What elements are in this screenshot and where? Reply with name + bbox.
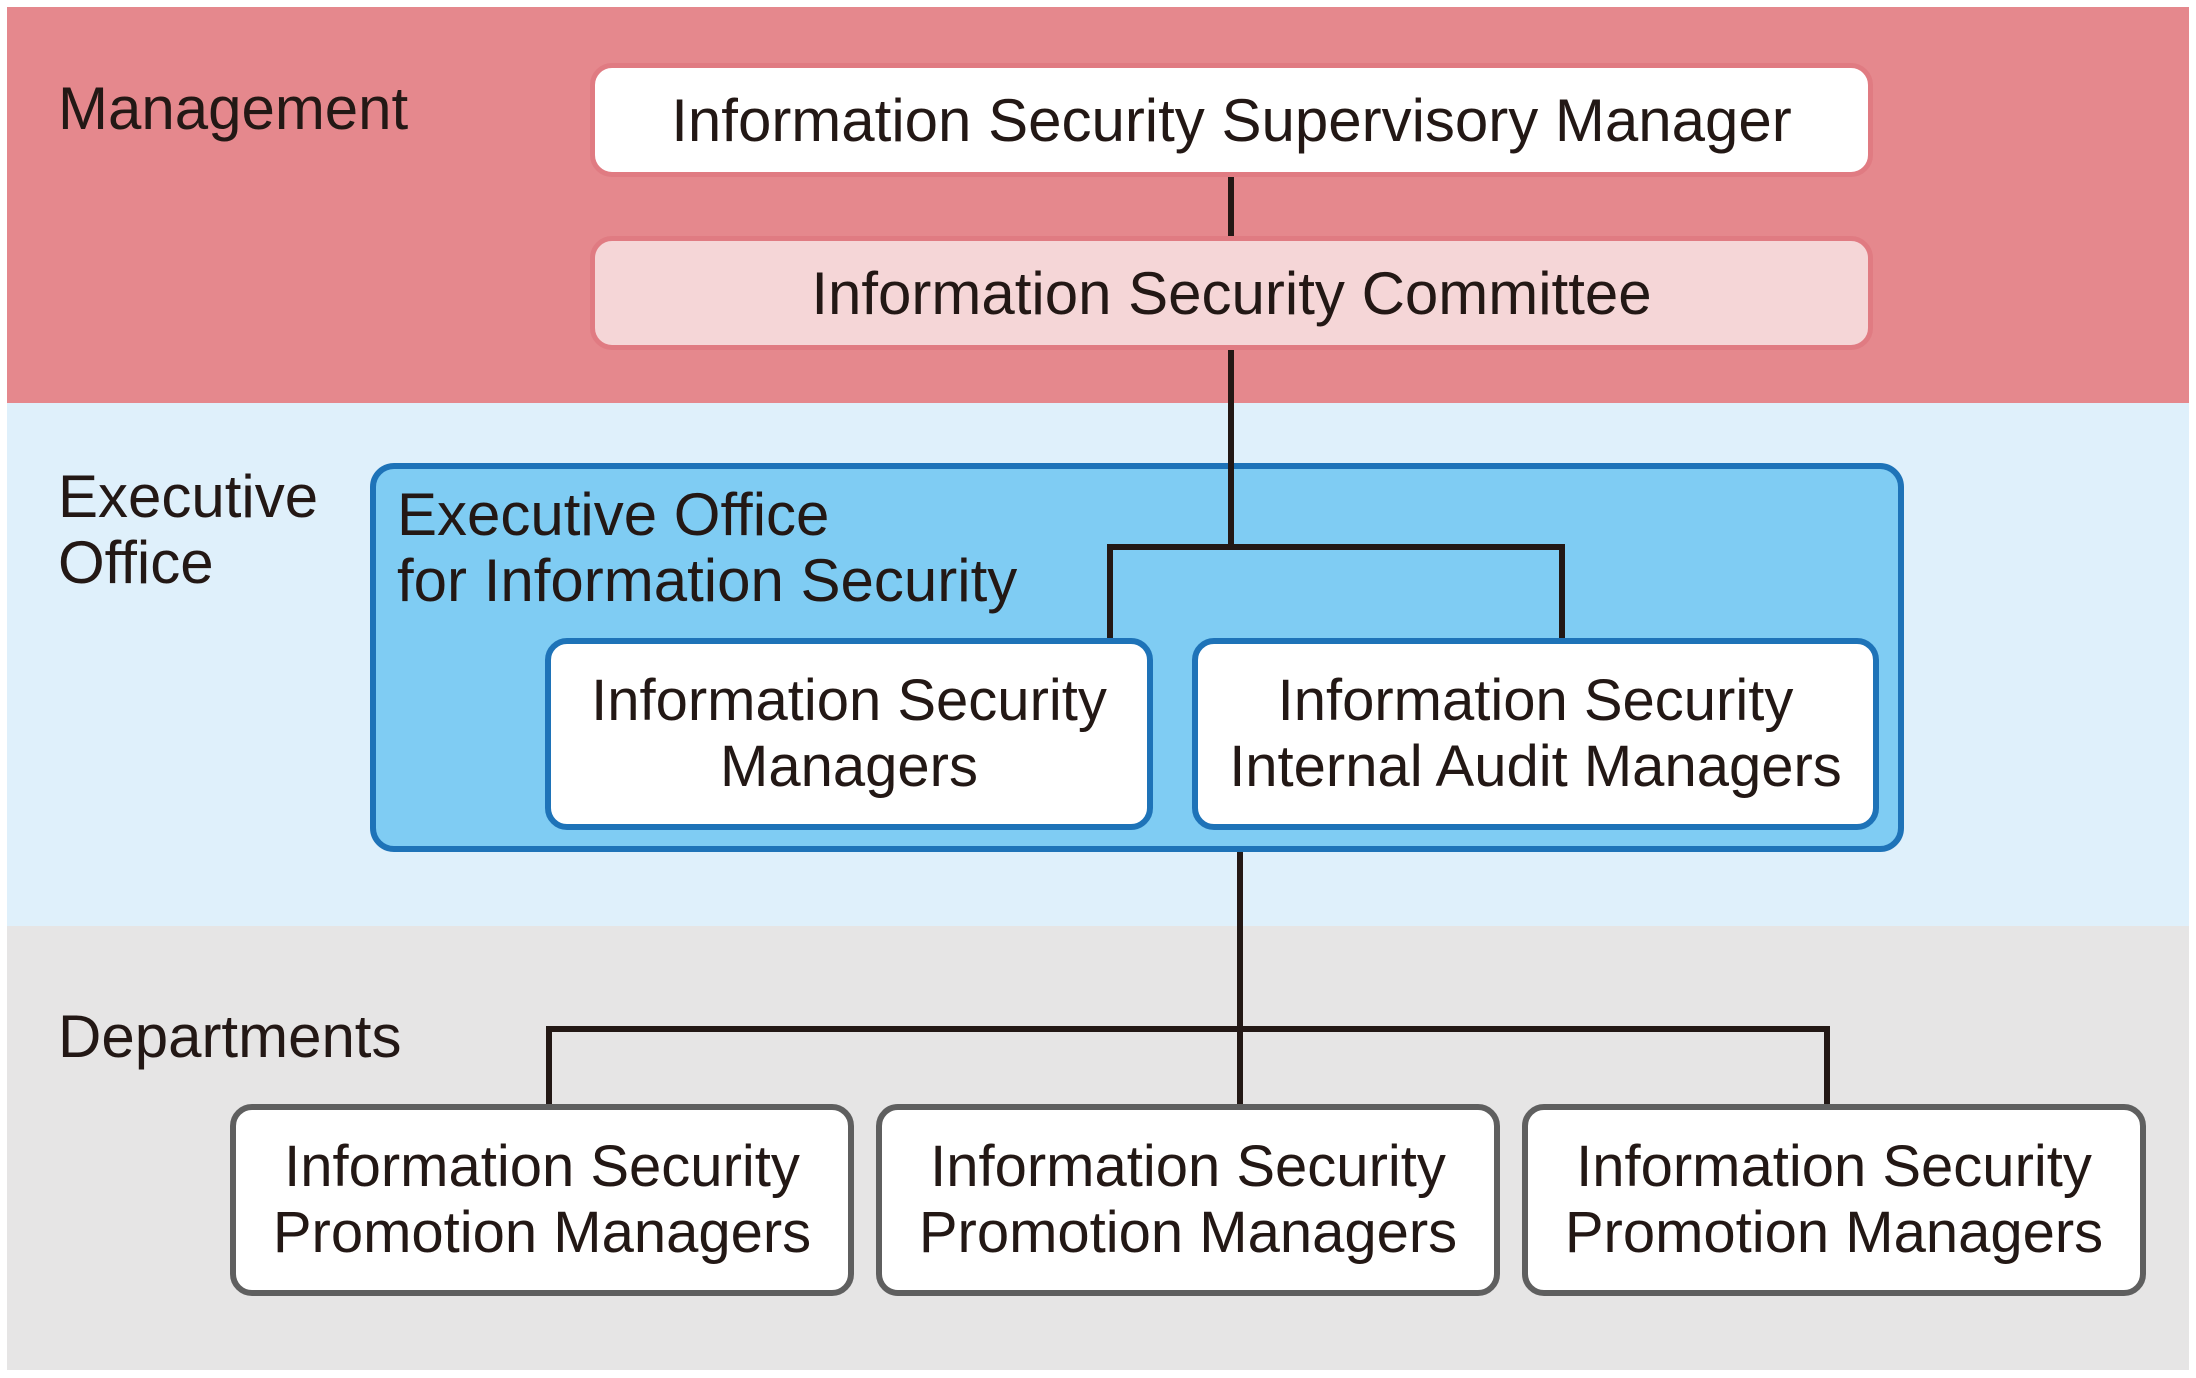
promotion-managers-box: Information Security Promotion Managers <box>1522 1104 2146 1296</box>
connector-departments-branch <box>546 1026 1830 1104</box>
committee-box: Information Security Committee <box>590 236 1873 350</box>
security-managers-box: Information Security Managers <box>545 638 1153 830</box>
internal-audit-managers-box: Information Security Internal Audit Mana… <box>1192 638 1879 830</box>
supervisory-manager-box: Information Security Supervisory Manager <box>590 63 1873 177</box>
executive-office-section-label: Executive Office <box>58 463 319 596</box>
connector-exec-branch <box>1107 544 1565 638</box>
promotion-managers-box: Information Security Promotion Managers <box>230 1104 854 1296</box>
executive-office-title: Executive Office for Information Securit… <box>397 481 1018 614</box>
promotion-managers-box: Information Security Promotion Managers <box>876 1104 1500 1296</box>
departments-section-label: Departments <box>58 1003 402 1070</box>
management-section-label: Management <box>58 75 409 142</box>
